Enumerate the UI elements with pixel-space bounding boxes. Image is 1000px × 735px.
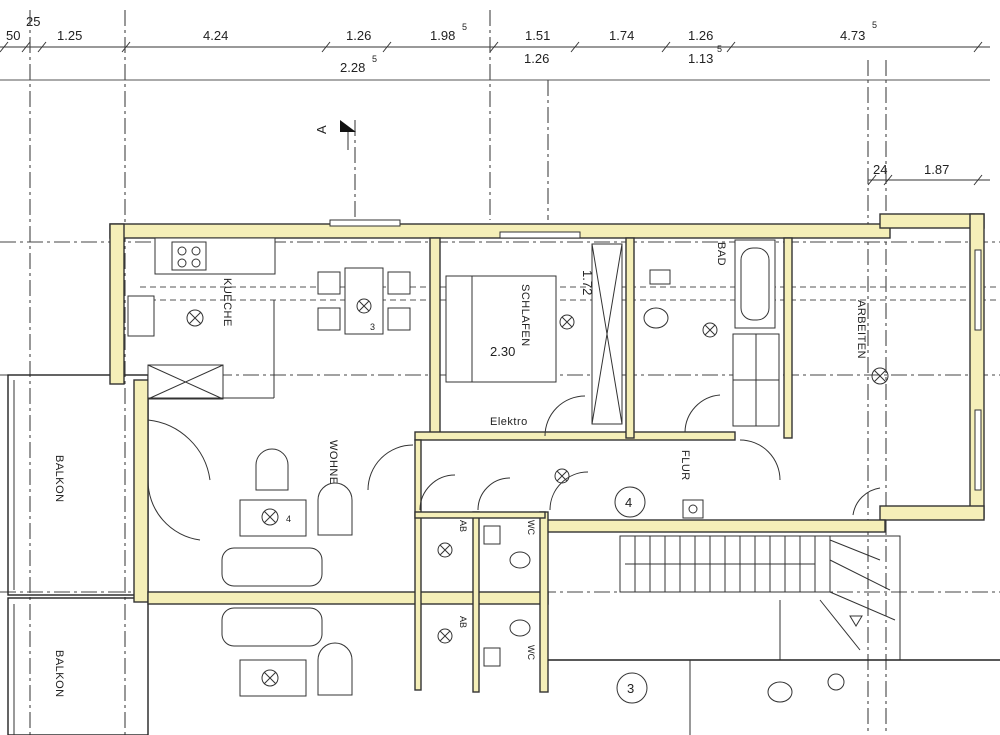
- dim-1-13: 1.13: [688, 51, 713, 66]
- dim-4-73-sup: 5: [872, 20, 877, 30]
- room-label-schlafen: SCHLAFEN: [519, 284, 531, 347]
- unit-number-4: 4: [625, 495, 632, 510]
- dining-set: 3: [317, 267, 411, 335]
- dim-1-51: 1.51: [525, 28, 550, 43]
- room-wohnen: WOHNEN 4: [147, 419, 353, 697]
- room-schlafen: SCHLAFEN 2.30 1.72: [445, 243, 623, 437]
- room-label-balkon-lower: BALKON: [53, 650, 65, 698]
- room-label-wohnen: WOHNEN: [327, 440, 339, 493]
- room-bad: BAD: [643, 239, 780, 433]
- room-label-wc-lower: WC: [526, 645, 536, 660]
- room-label-ab-lower: AB: [458, 616, 468, 628]
- room-label-elektro: Elektro: [490, 416, 528, 428]
- dim-1-26-a: 1.26: [346, 28, 371, 43]
- top-dimension-chain: 50 25 1.25 4.24 1.26 1.98 5 1.51 1.74 1.…: [0, 14, 990, 186]
- section-marker: A: [314, 120, 356, 150]
- dim-1-98: 1.98: [430, 28, 455, 43]
- dim-50: 50: [6, 28, 20, 43]
- room-label-flur: FLUR: [679, 450, 691, 481]
- staircase: [619, 535, 901, 661]
- dim-4-73: 4.73: [840, 28, 865, 43]
- room-label-wc: WC: [526, 520, 536, 535]
- dim-1-25: 1.25: [57, 28, 82, 43]
- dim-1-87: 1.87: [924, 162, 949, 177]
- room-arbeiten: ARBEITEN: [852, 300, 889, 516]
- section-marker-label: A: [314, 125, 329, 134]
- fixture-number-wohnen: 4: [286, 514, 291, 524]
- dim-24: 24: [873, 162, 887, 177]
- room-label-arbeiten: ARBEITEN: [855, 300, 867, 359]
- room-label-ab: AB: [458, 520, 468, 532]
- rooms-ab-wc: AB WC AB WC: [419, 474, 536, 667]
- dim-2-28-sup: 5: [372, 54, 377, 64]
- room-label-kueche: KUECHE: [221, 278, 233, 327]
- room-kueche: KUECHE: [127, 237, 276, 400]
- dim-1-98-sup: 5: [462, 22, 467, 32]
- dim-1-26-b: 1.26: [688, 28, 713, 43]
- fixture-number-dining: 3: [370, 322, 375, 332]
- room-label-bad: BAD: [715, 242, 727, 266]
- dim-1-13-sup: 5: [717, 44, 722, 54]
- schlafen-height-dim: 1.72: [580, 270, 595, 295]
- schlafen-width-dim: 2.30: [490, 344, 515, 359]
- balconies: BALKON BALKON: [7, 374, 149, 735]
- dim-1-26-c: 1.26: [524, 51, 549, 66]
- dim-4-24: 4.24: [203, 28, 228, 43]
- dim-2-28: 2.28: [340, 60, 365, 75]
- room-label-balkon: BALKON: [53, 455, 65, 503]
- walls: [109, 213, 985, 693]
- ceiling-light-icon: [186, 309, 204, 327]
- dim-25: 25: [26, 14, 40, 29]
- lower-unit-fragment: 3: [548, 659, 1000, 735]
- room-flur: Elektro FLUR 4: [367, 416, 781, 519]
- unit-number-3: 3: [627, 681, 634, 696]
- dim-1-74: 1.74: [609, 28, 634, 43]
